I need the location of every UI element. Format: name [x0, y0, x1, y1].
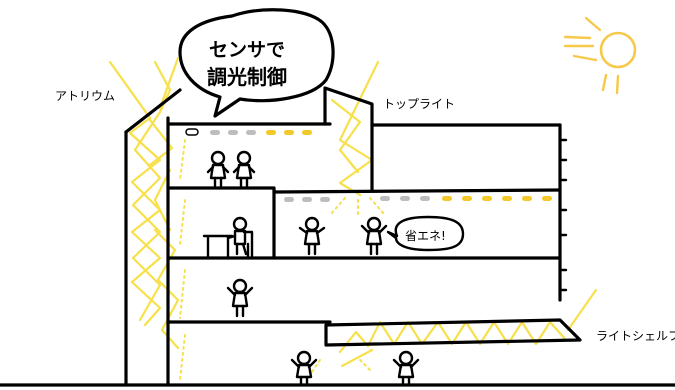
- toplight-label: トップライト: [383, 97, 455, 111]
- bubble-text-line2: 調光制御: [207, 65, 287, 89]
- sensor-icon: [185, 128, 199, 136]
- person-icon: [360, 216, 388, 256]
- energy-saving-bubble: 省エネ!: [386, 215, 465, 252]
- ceiling-lamps-3f: [185, 128, 312, 136]
- lightshelf-label: ライトシェルフ: [596, 329, 675, 343]
- atrium-label: アトリウム: [55, 89, 115, 103]
- sensor-speech-bubble: センサで 調光制御: [178, 8, 335, 118]
- person-icon: [226, 278, 254, 318]
- desk-icon: [202, 230, 254, 258]
- person-icon: [392, 350, 420, 386]
- ceiling-lamps-2f: [284, 196, 552, 202]
- building-structure: [0, 86, 675, 387]
- person-icon: [232, 150, 256, 188]
- person-icon: [226, 216, 248, 256]
- person-icon: [298, 216, 326, 256]
- bubble-text-line1: センサで: [209, 39, 285, 61]
- person-icon: [206, 150, 230, 188]
- daylight-rays: [108, 56, 598, 381]
- sun-icon: [563, 16, 637, 95]
- energy-saving-text: 省エネ!: [405, 229, 446, 243]
- person-icon: [290, 350, 318, 386]
